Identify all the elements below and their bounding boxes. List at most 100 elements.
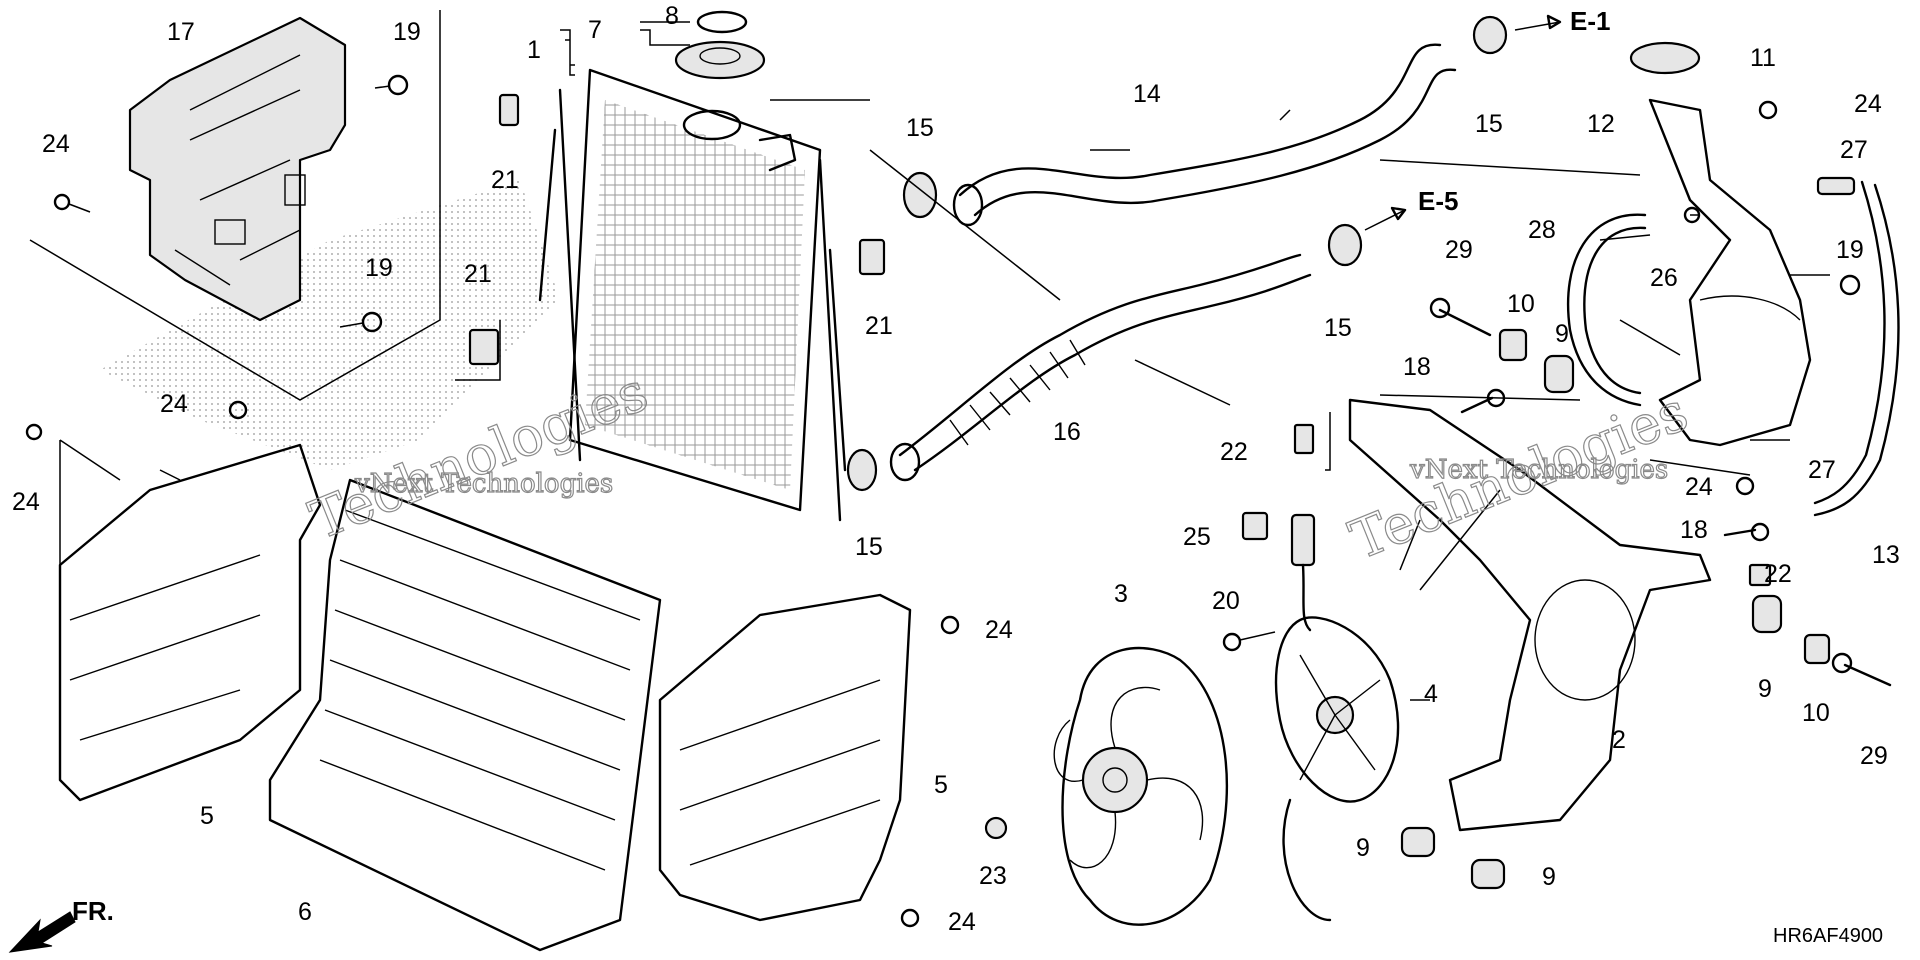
bolt-19-reservoir [1839, 274, 1861, 296]
callout-21: 21 [464, 260, 492, 288]
callout-6: 6 [298, 898, 312, 926]
clip-24-left-b [228, 400, 248, 420]
bolt-19-upper [374, 74, 409, 96]
nut-clip-22-b [1748, 563, 1772, 587]
flange-bolt-20 [1222, 631, 1276, 652]
fan-shroud-bracket [1348, 398, 1712, 832]
callout-8: 8 [665, 2, 679, 30]
upper-hose [958, 43, 1442, 197]
callout-3: 3 [1114, 580, 1128, 608]
callout-24: 24 [42, 130, 70, 158]
callout-22: 22 [1764, 560, 1792, 588]
front-marker: FR. [72, 896, 114, 926]
callout-27: 27 [1840, 136, 1868, 164]
callout-1: 1 [527, 36, 541, 64]
clip-21-top [498, 93, 520, 127]
reference-e5: E-5 [1418, 186, 1458, 216]
bolt-29-b [1831, 652, 1892, 687]
callout-15: 15 [1475, 110, 1503, 138]
callout-23: 23 [979, 862, 1007, 890]
clip-24-left-a [25, 423, 43, 441]
radiator [538, 68, 847, 522]
flange-nut-23 [984, 816, 1008, 840]
callout-24: 24 [985, 616, 1013, 644]
fan-connector-25 [1241, 511, 1269, 541]
hose-clamp-15-b [1472, 15, 1508, 55]
arrow-to-e5 [1364, 209, 1406, 231]
leader-lines [770, 99, 1830, 701]
clip-21-left [455, 320, 501, 381]
callout-29: 29 [1860, 742, 1888, 770]
clip-21-right [858, 238, 886, 276]
callout-26: 26 [1650, 264, 1678, 292]
radiator-grille [268, 478, 662, 952]
clip-24-right-a [940, 615, 960, 635]
hose-clamp-15-d [846, 448, 878, 492]
bolt-18-a [1460, 388, 1506, 414]
callout-25: 25 [1183, 523, 1211, 551]
bolt-18-b [1723, 522, 1770, 542]
callout-7: 7 [588, 16, 602, 44]
callout-12: 12 [1587, 110, 1615, 138]
callout-21: 21 [491, 166, 519, 194]
watermark-text: vNext Technologies [354, 469, 613, 499]
clip-24-upper-left [53, 193, 91, 213]
callout-29: 29 [1445, 236, 1473, 264]
nut-clip-22-a [1293, 412, 1331, 471]
callout-9: 9 [1555, 320, 1569, 348]
side-shroud-left [58, 439, 322, 802]
callout-24: 24 [948, 908, 976, 936]
rubber-mount-9-d [1470, 858, 1506, 890]
joint-pipe-27 [1816, 176, 1856, 196]
diagram-code: HR6AF4900 [1773, 925, 1883, 947]
reservoir-cap [1629, 41, 1701, 75]
collar-10-a [1498, 328, 1528, 362]
reservoir-tank [1648, 98, 1812, 447]
callout-19: 19 [393, 18, 421, 46]
lower-hose [898, 253, 1302, 457]
callout-24: 24 [12, 488, 40, 516]
clip-24-reservoir [1758, 100, 1778, 120]
leaders-1-7-8 [560, 21, 690, 76]
hose-clamp-15-a [902, 171, 938, 219]
fan [1053, 646, 1229, 926]
collar-10-b [1803, 633, 1831, 665]
callout-4: 4 [1424, 680, 1438, 708]
callout-28: 28 [1528, 216, 1556, 244]
bolt-29-a [1429, 297, 1492, 337]
callout-18: 18 [1403, 353, 1431, 381]
callout-16: 16 [1053, 418, 1081, 446]
callout-21: 21 [865, 312, 893, 340]
callout-27: 27 [1808, 456, 1836, 484]
clip-24-right-b [900, 908, 920, 928]
lower-hose-corrugation [949, 339, 1086, 446]
callout-18: 18 [1680, 516, 1708, 544]
rubber-mount-9-a [1543, 354, 1575, 394]
overflow-tube-13 [1813, 180, 1900, 517]
stipple-zone [100, 180, 560, 470]
clip-24-bracket [1735, 476, 1755, 496]
breather-tube-28 [1566, 213, 1647, 407]
hose-clamp-15-c [1327, 223, 1363, 267]
callout-19: 19 [1836, 236, 1864, 264]
callout-20: 20 [1212, 587, 1240, 615]
side-shroud-right [658, 593, 912, 922]
callout-10: 10 [1802, 699, 1830, 727]
radiator-cap [674, 40, 766, 80]
rubber-mount-9-b [1751, 594, 1783, 634]
callout-9: 9 [1758, 675, 1772, 703]
callout-15: 15 [906, 114, 934, 142]
callout-24: 24 [1854, 90, 1882, 118]
callout-15: 15 [1324, 314, 1352, 342]
callout-15: 15 [855, 533, 883, 561]
callout-9: 9 [1356, 834, 1370, 862]
callout-24: 24 [1685, 473, 1713, 501]
callout-10: 10 [1507, 290, 1535, 318]
bolt-19-lower [339, 311, 383, 333]
callout-13: 13 [1872, 541, 1900, 569]
arrow-to-e1 [1514, 21, 1561, 31]
callout-5: 5 [200, 802, 214, 830]
callout-9: 9 [1542, 863, 1556, 891]
callout-24: 24 [160, 390, 188, 418]
